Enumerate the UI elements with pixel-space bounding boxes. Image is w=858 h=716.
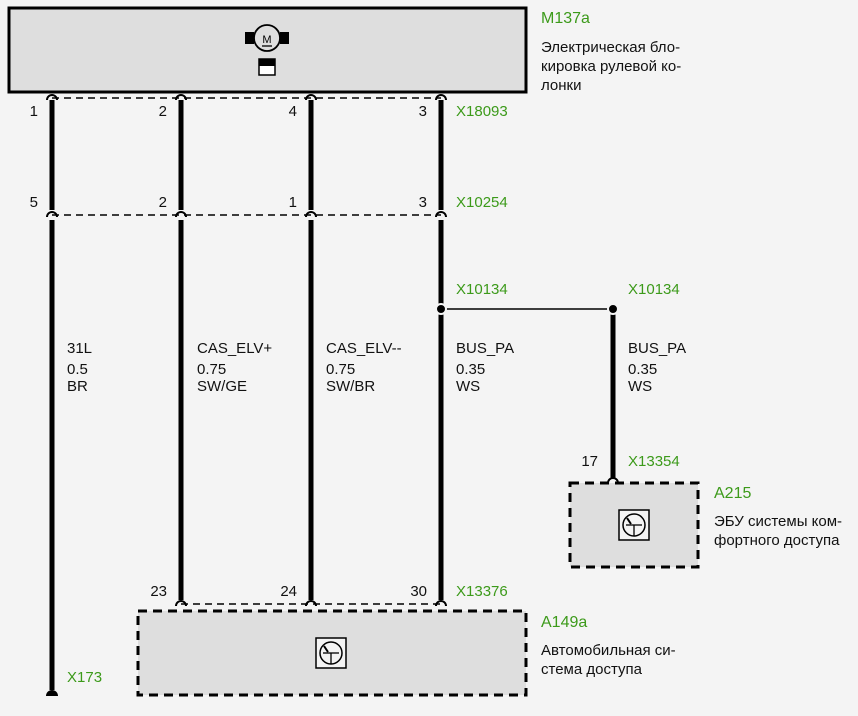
pin-terminal: [435, 211, 447, 218]
pin-number: 23: [150, 583, 167, 600]
description-line: фортного доступа: [714, 532, 840, 549]
wire-info-cas-elv-plus: CAS_ELV+ 0.75 SW/GE: [197, 340, 272, 395]
wire-color: BR: [67, 378, 88, 395]
splice-dot-left: [435, 303, 447, 315]
pin-number: 4: [288, 103, 297, 120]
wire-cross-section: 0.35: [628, 361, 658, 378]
description-line: Электрическая бло-: [541, 39, 681, 56]
connector-x18093-label[interactable]: X18093: [456, 103, 508, 120]
wire-cross-section: 0.75: [197, 361, 227, 378]
connector-x13376-label[interactable]: X13376: [456, 583, 508, 600]
pin-number: 1: [288, 194, 297, 211]
wire-color: WS: [456, 378, 481, 395]
connector-x10254-label[interactable]: X10254: [456, 194, 508, 211]
pin-number: 2: [158, 194, 167, 211]
wire-info-bus-pa: BUS_PA 0.35 WS: [456, 340, 514, 395]
pin-number: 1: [29, 103, 38, 120]
pin-number: 17: [581, 453, 598, 470]
connector-x10134-left-label[interactable]: X10134: [456, 281, 508, 298]
wire-info-31l: 31L 0.5 BR: [67, 340, 92, 395]
wire-cross-section: 0.5: [67, 361, 88, 378]
pin-terminal: [435, 94, 447, 101]
control-unit-icon: [315, 637, 347, 669]
component-a149a-id[interactable]: A149a: [541, 614, 588, 631]
pin-terminal: [305, 211, 317, 218]
ground-terminal-icon: [46, 690, 58, 696]
wire-info-bus-pa-branch: BUS_PA 0.35 WS: [628, 340, 686, 395]
wire-info-cas-elv-minus: CAS_ELV-- 0.75 SW/BR: [326, 340, 402, 395]
wire-signal: 31L: [67, 340, 93, 357]
component-a215-id[interactable]: A215: [714, 485, 752, 502]
wire-color: SW/BR: [326, 378, 376, 395]
pin-number: 24: [280, 583, 297, 600]
motor-icon: M: [245, 24, 289, 76]
wire-signal: CAS_ELV+: [197, 340, 273, 357]
connector-x10134-right-label[interactable]: X10134: [628, 281, 680, 298]
wire-cross-section: 0.75: [326, 361, 356, 378]
pin-terminal: [305, 94, 317, 101]
wire-color: SW/GE: [197, 378, 248, 395]
pin-terminal: [46, 94, 58, 101]
pin-number: 3: [418, 103, 427, 120]
wire-color: WS: [628, 378, 653, 395]
wire-signal: BUS_PA: [456, 340, 515, 357]
control-unit-icon: [618, 509, 650, 541]
pin-number: 2: [158, 103, 167, 120]
component-a149a-description: Автомобильная си- стема доступа: [541, 641, 676, 679]
pin-terminal: [46, 211, 58, 218]
component-m137a-id[interactable]: M137a: [541, 10, 590, 27]
svg-text:M: M: [262, 34, 271, 46]
pin-terminal: [175, 211, 187, 218]
description-line: кировка рулевой ко-: [541, 58, 682, 75]
component-m137a-description: Электрическая бло- кировка рулевой ко- л…: [541, 38, 681, 95]
component-a215-description: ЭБУ системы ком- фортного доступа: [714, 512, 842, 550]
description-line: лонки: [541, 77, 582, 94]
description-line: ЭБУ системы ком-: [714, 513, 843, 530]
pin-number: 30: [410, 583, 427, 600]
wire-signal: CAS_ELV--: [326, 340, 402, 357]
splice-dot-right: [607, 303, 619, 315]
pin-number: 5: [29, 194, 38, 211]
pin-number: 3: [418, 194, 427, 211]
connector-x173-label[interactable]: X173: [67, 669, 103, 686]
description-line: Автомобильная си-: [541, 642, 676, 659]
pin-terminal: [175, 94, 187, 101]
connector-x13354-label[interactable]: X13354: [628, 453, 680, 470]
wire-cross-section: 0.35: [456, 361, 486, 378]
description-line: стема доступа: [541, 661, 642, 678]
wire-signal: BUS_PA: [628, 340, 687, 357]
